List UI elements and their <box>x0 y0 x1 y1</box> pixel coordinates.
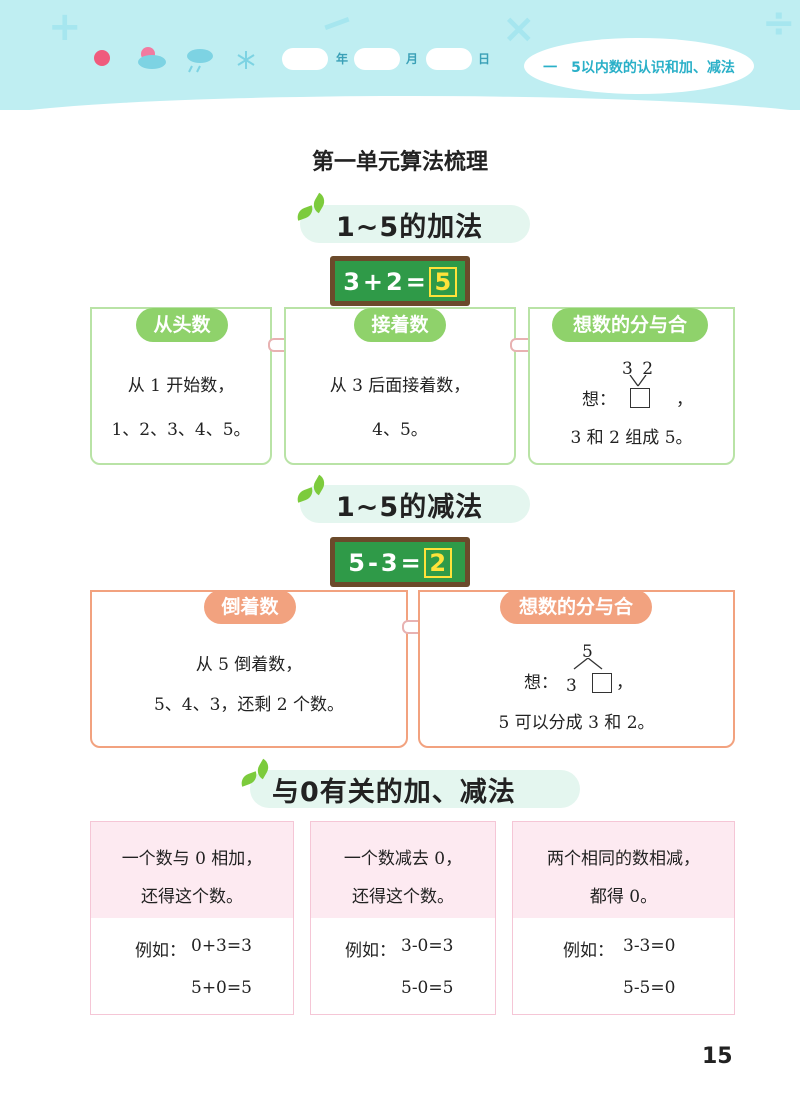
add-zero-rule-card: 一个数与 0 相加， 还得这个数。 例如： 0+3=3 5+0=5 <box>90 821 294 1015</box>
rule-line: 还得这个数。 <box>141 887 243 907</box>
card-line: 4、5。 <box>372 420 428 440</box>
example-equation: 3-3=0 <box>623 936 676 956</box>
card-line: 1、2、3、4、5。 <box>111 420 251 440</box>
card-line: 5 可以分成 3 和 2。 <box>498 713 655 733</box>
rule-line: 都得 0。 <box>589 887 658 907</box>
example-equation: 5+0=5 <box>191 978 252 998</box>
snow-icon <box>237 51 255 69</box>
whole-number: 5 <box>582 642 593 662</box>
answer-box[interactable] <box>592 672 612 693</box>
rule-line: 还得这个数。 <box>352 887 454 907</box>
sun-icon <box>94 50 110 66</box>
card-label: 想数的分与合 <box>552 308 708 342</box>
card-line: 5、4、3，还剩 2 个数。 <box>153 695 345 715</box>
month-field[interactable] <box>354 48 400 70</box>
rule-line: 一个数减去 0， <box>343 849 463 869</box>
year-field[interactable] <box>282 48 328 70</box>
rain-icon <box>187 49 213 73</box>
think-label: 想： <box>582 390 616 410</box>
example-equation: 0+3=3 <box>191 936 252 956</box>
card-label: 想数的分与合 <box>500 590 652 624</box>
add-section-title: 1~5的加法 <box>336 212 484 243</box>
card-line: 从 1 开始数， <box>127 376 235 396</box>
page-header: + − × ÷ 年 月 日 一 5以内数的认识和加、减法 <box>0 0 800 110</box>
page-title: 第一单元算法梳理 <box>311 150 488 175</box>
subtract-zero-rule-card: 一个数减去 0， 还得这个数。 例如： 3-0=3 5-0=5 <box>310 821 496 1015</box>
sub-expression: 5-3= <box>348 549 424 577</box>
rule-line: 两个相同的数相减， <box>547 849 700 869</box>
add-answer: 5 <box>428 267 457 297</box>
day-field[interactable] <box>426 48 472 70</box>
example-equation: 5-5=0 <box>623 978 676 998</box>
branch-lines <box>573 658 603 670</box>
plus-icon: + <box>48 4 82 50</box>
year-label: 年 <box>336 52 349 66</box>
chapter-title: 一 5以内数的认识和加、减法 <box>543 60 735 76</box>
month-label: 月 <box>406 52 419 66</box>
branch-lines <box>629 375 647 387</box>
think-label: 想： <box>524 673 558 693</box>
card-line: 3 和 2 组成 5。 <box>570 428 693 448</box>
chapter-badge: 一 5以内数的认识和加、减法 <box>524 38 754 94</box>
header-wave <box>0 96 800 110</box>
sub-section-title: 1~5的减法 <box>336 492 484 523</box>
example-label: 例如： <box>345 941 396 961</box>
day-label: 日 <box>478 52 491 66</box>
page-number: 15 <box>702 1044 733 1069</box>
sub-title-bg <box>300 485 530 523</box>
zero-section-title: 与0有关的加、减法 <box>272 777 516 808</box>
add-title-bg <box>300 205 530 243</box>
zero-title-bg <box>250 770 580 808</box>
same-number-rule-card: 两个相同的数相减， 都得 0。 例如： 3-3=0 5-5=0 <box>512 821 735 1015</box>
part-number: 3 <box>566 676 577 696</box>
sub-blackboard: 5-3=2 <box>330 537 470 587</box>
rule-line: 一个数与 0 相加， <box>121 849 263 869</box>
divide-icon: ÷ <box>762 0 796 46</box>
example-equation: 3-0=3 <box>401 936 454 956</box>
card-line: 从 5 倒着数， <box>195 655 303 675</box>
add-expression: 3+2= <box>343 268 429 296</box>
card-label: 从头数 <box>136 308 228 342</box>
example-label: 例如： <box>563 941 614 961</box>
example-equation: 5-0=5 <box>401 978 454 998</box>
card-label: 倒着数 <box>204 590 296 624</box>
times-icon: × <box>502 6 536 52</box>
add-blackboard: 3+2=5 <box>330 256 470 306</box>
composition-parts: 3 2 <box>622 359 656 379</box>
card-label: 接着数 <box>354 308 446 342</box>
cloud-icon <box>138 47 166 69</box>
example-label: 例如： <box>135 941 186 961</box>
sub-answer: 2 <box>423 548 452 578</box>
minus-icon: − <box>313 0 361 51</box>
card-line: 从 3 后面接着数， <box>329 376 471 396</box>
answer-box[interactable] <box>630 387 650 408</box>
